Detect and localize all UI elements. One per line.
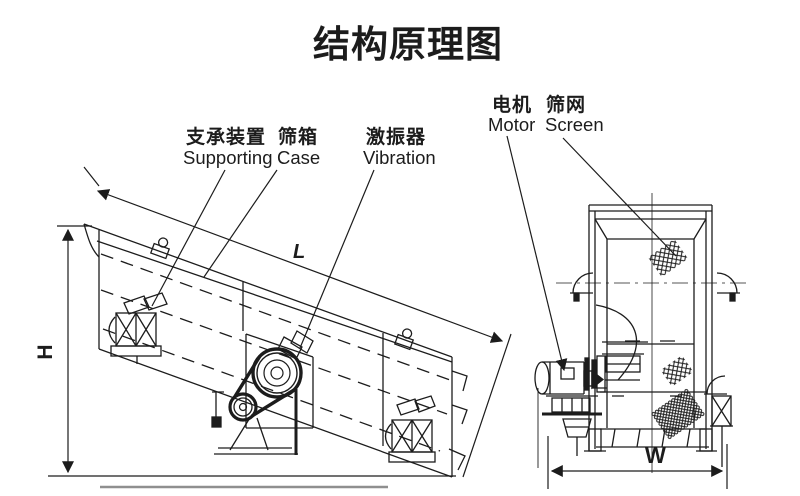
motor-pulley: [233, 397, 253, 417]
leader-vibration: [299, 169, 375, 349]
mount-lug-left: [570, 272, 594, 302]
screen-mesh-icon: [648, 238, 688, 278]
callout-labels: 支承装置 筛箱 Supporting Case 激振器 Vibration 电机…: [34, 93, 666, 468]
leader-motor: [506, 135, 568, 372]
exciter-pulley: [256, 352, 298, 394]
end-deck-lines: [597, 340, 706, 397]
label-motor-en: Motor: [488, 114, 535, 135]
label-case-en: Case: [277, 147, 320, 168]
spring-arc: [384, 423, 392, 450]
label-motor-zh: 电机: [492, 93, 532, 116]
end-view: [534, 193, 747, 473]
end-frame: [588, 204, 713, 451]
end-spring-right: [704, 375, 733, 467]
screen-mesh-icon: [660, 355, 694, 387]
spring-arc: [108, 316, 116, 344]
dimension-lines: [48, 166, 728, 489]
page-title: 结构原理图: [313, 24, 503, 65]
label-screen-en: Screen: [545, 114, 604, 135]
screen-decks-dashed: [100, 253, 451, 452]
leader-screen: [562, 137, 677, 257]
discharge-steps: [448, 370, 468, 471]
feed-chute: [594, 218, 707, 240]
label-supporting-en: Supporting: [183, 147, 272, 168]
spring-support-left: [108, 292, 168, 364]
end-bottom-band: [584, 428, 717, 452]
dim-label-H: H: [34, 344, 57, 359]
drive-belt: [251, 347, 303, 399]
label-vibration-zh: 激振器: [366, 125, 426, 148]
side-view: [83, 223, 468, 478]
motor-shaft-arrow: [591, 369, 605, 390]
leader-supporting: [151, 169, 226, 307]
screen-mesh-icon: [650, 388, 706, 440]
leader-lines: [151, 135, 677, 372]
motor-terminal-box: [560, 367, 575, 380]
v-belt-runs: [232, 355, 295, 418]
label-case-zh: 筛箱: [278, 125, 318, 148]
vibration-exciter-drive: [211, 330, 314, 455]
dim-line-L: [96, 189, 504, 343]
motor-pulley-belt: [228, 392, 258, 422]
motor-unit: [534, 361, 605, 468]
dim-label-L: L: [293, 241, 305, 263]
label-vibration-en: Vibration: [363, 147, 436, 168]
label-supporting-zh: 支承装置: [185, 125, 266, 148]
mount-lug-right: [716, 272, 740, 302]
leader-case: [203, 169, 278, 278]
spring-support-right: [384, 395, 436, 463]
dim-label-W: W: [645, 443, 666, 468]
label-screen-zh: 筛网: [546, 93, 586, 116]
